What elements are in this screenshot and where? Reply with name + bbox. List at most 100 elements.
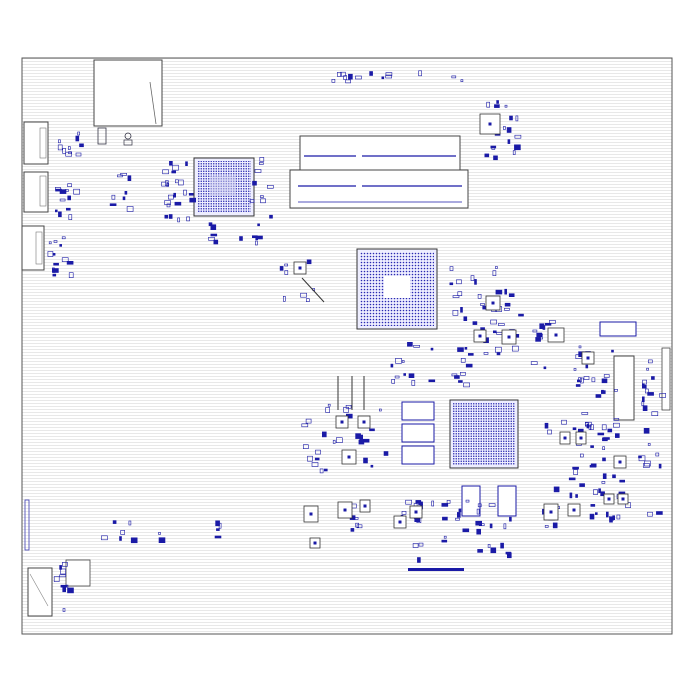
- ic-die: [340, 420, 344, 424]
- passive-component: [343, 406, 349, 413]
- passive-component: [284, 270, 289, 275]
- passive-component: [472, 321, 478, 325]
- passive-component: [168, 214, 173, 219]
- passive-component: [307, 455, 313, 462]
- passive-component: [449, 266, 454, 271]
- passive-component: [553, 486, 560, 493]
- passive-component: [462, 528, 470, 533]
- passive-component: [302, 444, 309, 450]
- passive-component: [417, 557, 421, 563]
- passive-component: [381, 76, 385, 80]
- passive-component: [464, 346, 468, 350]
- passive-component: [475, 520, 483, 526]
- passive-component: [216, 528, 220, 531]
- passive-component: [616, 514, 621, 520]
- passive-component: [575, 384, 581, 387]
- passive-component: [535, 337, 541, 342]
- passive-component: [394, 375, 400, 379]
- passive-component: [480, 303, 485, 306]
- passive-component: [314, 457, 320, 461]
- passive-component: [260, 198, 266, 204]
- passive-component: [651, 376, 655, 380]
- passive-component: [391, 378, 396, 384]
- usb-connector: [23, 121, 49, 165]
- passive-component: [430, 347, 434, 351]
- passive-component: [413, 344, 420, 348]
- passive-component: [441, 503, 449, 507]
- passive-component: [594, 512, 598, 515]
- passive-component: [178, 179, 184, 186]
- passive-component: [644, 388, 649, 394]
- passive-component: [186, 216, 190, 222]
- passive-component: [284, 263, 289, 267]
- passive-component: [57, 144, 63, 151]
- passive-component: [508, 293, 515, 298]
- passive-component: [579, 453, 584, 458]
- passive-component: [552, 522, 558, 529]
- passive-component: [369, 71, 373, 76]
- passive-component: [355, 433, 361, 439]
- ic-die: [491, 301, 495, 305]
- passive-component: [168, 194, 174, 200]
- passive-component: [578, 345, 582, 349]
- passive-component: [643, 463, 650, 468]
- passive-component: [495, 289, 503, 295]
- passive-component: [506, 127, 512, 133]
- ic-die: [579, 436, 583, 440]
- passive-component: [59, 244, 63, 247]
- passive-component: [651, 411, 659, 417]
- passive-component: [401, 510, 407, 515]
- passive-component: [66, 260, 74, 265]
- passive-component-group: [47, 70, 667, 612]
- passive-component: [477, 549, 483, 553]
- passive-component: [257, 223, 260, 227]
- passive-component: [48, 241, 52, 245]
- passive-component: [506, 552, 512, 559]
- passive-component: [358, 439, 365, 445]
- passive-component: [53, 240, 58, 243]
- passive-component: [101, 535, 108, 541]
- passive-component: [306, 259, 312, 265]
- passive-component: [612, 515, 616, 521]
- passive-component: [467, 353, 474, 356]
- passive-component: [544, 422, 549, 429]
- passive-component: [336, 72, 342, 77]
- passive-component: [67, 587, 74, 594]
- passive-component: [585, 364, 589, 369]
- passive-component: [598, 488, 601, 494]
- sata-connector: [23, 171, 49, 213]
- passive-component: [602, 446, 605, 451]
- passive-component: [120, 173, 127, 176]
- cpu-bga: [356, 248, 438, 330]
- passive-component: [210, 224, 217, 230]
- passive-component: [490, 547, 497, 554]
- passive-component: [67, 183, 72, 187]
- passive-component: [609, 516, 613, 523]
- passive-component: [641, 384, 647, 389]
- passive-component: [613, 418, 620, 421]
- passive-component: [536, 332, 543, 338]
- passive-component: [589, 464, 597, 468]
- passive-component: [383, 451, 389, 456]
- passive-component: [575, 494, 578, 498]
- passive-component: [507, 139, 511, 144]
- passive-component: [619, 479, 626, 483]
- passive-component: [601, 481, 606, 484]
- passive-component: [52, 268, 59, 273]
- passive-component: [655, 452, 660, 457]
- passive-component: [458, 508, 462, 513]
- passive-component: [504, 104, 508, 108]
- passive-component: [449, 282, 454, 286]
- passive-component: [504, 288, 508, 295]
- passive-component: [603, 374, 610, 378]
- ic-die: [414, 510, 418, 514]
- passive-component: [166, 183, 169, 187]
- passive-component: [590, 504, 596, 507]
- passive-component: [460, 79, 464, 82]
- pch-bga: [193, 157, 255, 217]
- passive-component: [588, 425, 592, 430]
- passive-component: [446, 499, 451, 504]
- passive-component: [208, 222, 213, 226]
- passive-component: [465, 499, 470, 503]
- sodimm-slot: [289, 135, 469, 209]
